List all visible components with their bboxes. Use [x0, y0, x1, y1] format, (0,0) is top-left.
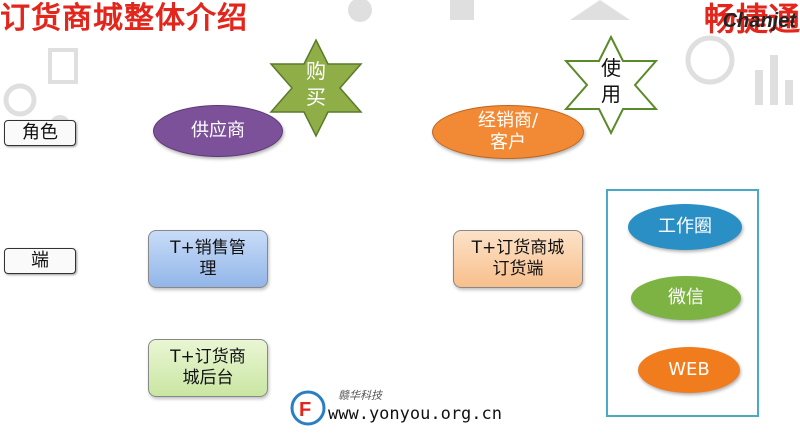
client-mall-ordering-label: T+订货商城 订货端	[471, 237, 565, 279]
bar-chart-icon	[770, 55, 778, 105]
client-sales-mgmt: T+销售管 理	[148, 230, 268, 288]
channel-work-circle-label: 工作圈	[658, 216, 712, 238]
row-label-role: 角色	[4, 120, 76, 146]
client-sales-mgmt-label: T+销售管 理	[170, 237, 246, 279]
watermark-url: www.yonyou.org.cn	[328, 404, 502, 424]
svg-text:F: F	[299, 399, 311, 421]
page-title: 订货商城整体介绍	[0, 1, 248, 36]
star-use	[563, 35, 659, 135]
globe-icon	[348, 0, 372, 22]
background-decoration-right	[685, 35, 793, 105]
brand-logo: 畅捷通	[703, 0, 800, 38]
watermark-logo-icon: F	[290, 390, 326, 426]
client-mall-backend-label: T+订货商 城后台	[170, 346, 246, 388]
background-decoration-top	[348, 0, 630, 22]
globe-icon	[685, 35, 735, 85]
bar-chart-icon	[755, 70, 763, 105]
role-dealer-label: 经销商/ 客户	[477, 110, 539, 153]
channel-wechat: 微信	[631, 276, 741, 320]
channel-work-circle: 工作圈	[628, 204, 742, 250]
channel-web: WEB	[638, 347, 740, 393]
star-use-label: 使 用	[601, 56, 621, 106]
document-icon	[48, 48, 78, 84]
brand-logo-sub: Chanjet	[722, 10, 796, 32]
star-buy-label: 购 买	[306, 59, 326, 109]
row-label-client: 端	[4, 248, 76, 274]
client-mall-ordering: T+订货商城 订货端	[453, 230, 583, 288]
channel-wechat-label: 微信	[668, 287, 704, 309]
role-supplier-label: 供应商	[191, 120, 245, 142]
star-buy	[269, 38, 363, 138]
watermark-caption: 赣华科技	[338, 389, 382, 402]
channel-web-label: WEB	[668, 359, 710, 381]
role-dealer: 经销商/ 客户	[432, 105, 584, 159]
client-mall-backend: T+订货商 城后台	[148, 339, 268, 397]
chart-icon	[450, 0, 474, 20]
role-supplier: 供应商	[153, 105, 283, 157]
bar-chart-icon	[785, 80, 793, 105]
gear-icon	[3, 83, 37, 117]
arrow-icon	[570, 0, 630, 20]
